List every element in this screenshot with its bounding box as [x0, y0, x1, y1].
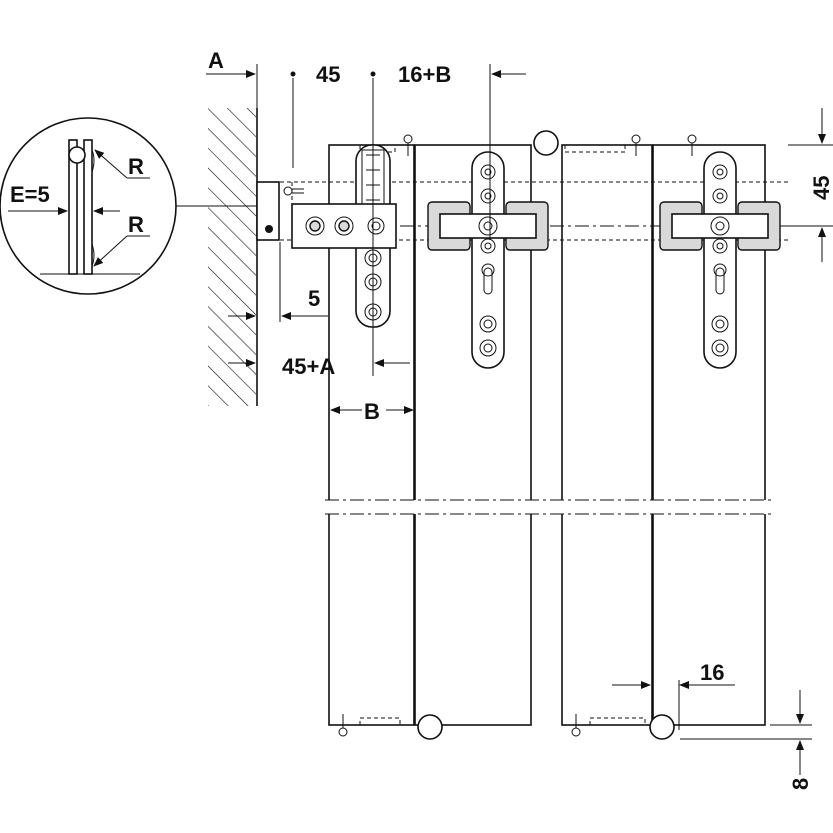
label-r-bottom: R — [128, 212, 144, 237]
top-pins — [403, 134, 697, 156]
detail-view: E=5 R R — [0, 117, 257, 295]
label-45-a: 45+A — [282, 354, 335, 379]
label-5: 5 — [308, 286, 320, 311]
dimension-a: A — [206, 48, 256, 78]
break-line — [320, 499, 780, 515]
label-b: B — [364, 399, 380, 424]
label-r-top: R — [128, 154, 144, 179]
dimension-8: 8 — [680, 690, 813, 790]
label-16-b: 16+B — [398, 62, 451, 87]
wall — [208, 108, 258, 406]
label-8: 8 — [788, 778, 813, 790]
door-panel-3 — [561, 144, 653, 726]
wall-bracket — [256, 181, 304, 241]
door-panel-4 — [652, 144, 766, 726]
door-panel-2 — [414, 144, 532, 726]
reference-lines — [256, 64, 491, 376]
dimension-45-a: 45+A — [228, 354, 410, 379]
hinge-fitting-panel-4 — [659, 151, 781, 369]
dimension-b: B — [330, 399, 414, 424]
dimension-5: 5 — [228, 242, 328, 322]
label-16: 16 — [700, 660, 724, 685]
label-45-right: 45 — [809, 176, 833, 200]
dimension-45-right: 45 — [788, 108, 833, 262]
hinge-fitting-panel-2 — [427, 151, 549, 369]
rollers — [417, 130, 675, 740]
dimension-16-b: 16+B — [398, 62, 526, 87]
label-e-5: E=5 — [10, 182, 50, 207]
dimension-16: 16 — [612, 660, 735, 730]
label-a: A — [208, 48, 224, 73]
dimension-45-top: 45 — [316, 62, 340, 87]
guide-block — [291, 203, 397, 249]
bottom-pins — [338, 714, 581, 737]
label-45-top: 45 — [316, 62, 340, 87]
